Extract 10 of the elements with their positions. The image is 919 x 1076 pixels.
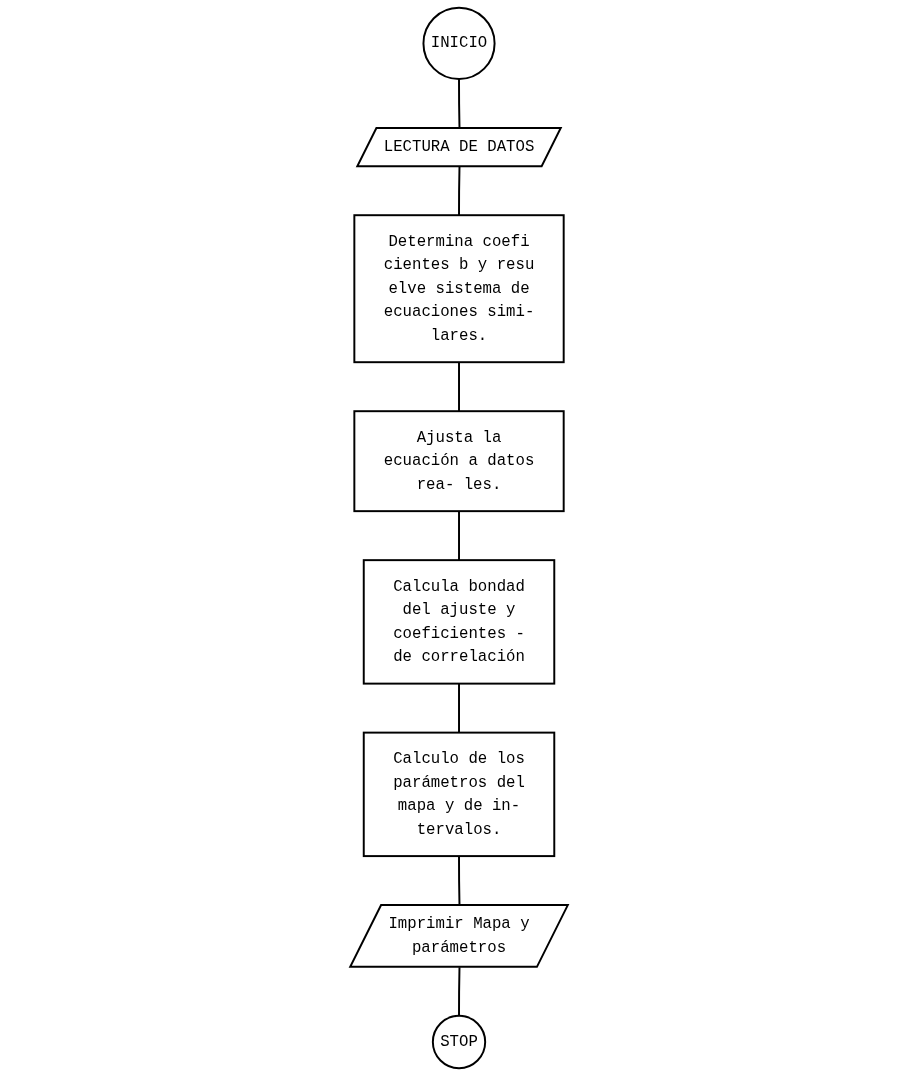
node-circle: INICIO [422,6,497,80]
node-box: Determina coefi cientes b y resu elve sistema de ecuaciones simi- lares. [353,214,566,364]
connector [458,510,461,562]
node-box: Ajusta la ecuación a datos rea- les. [353,410,566,513]
node-box: Calculo de los parámetros del mapa y de in- tervalos. [363,731,556,858]
node-circle: STOP [432,1014,487,1070]
connector [458,966,461,1017]
connector [458,361,461,413]
node-box: Calcula bondad del ajuste y coeficientes - de correlación [363,559,556,685]
connector [458,682,461,734]
